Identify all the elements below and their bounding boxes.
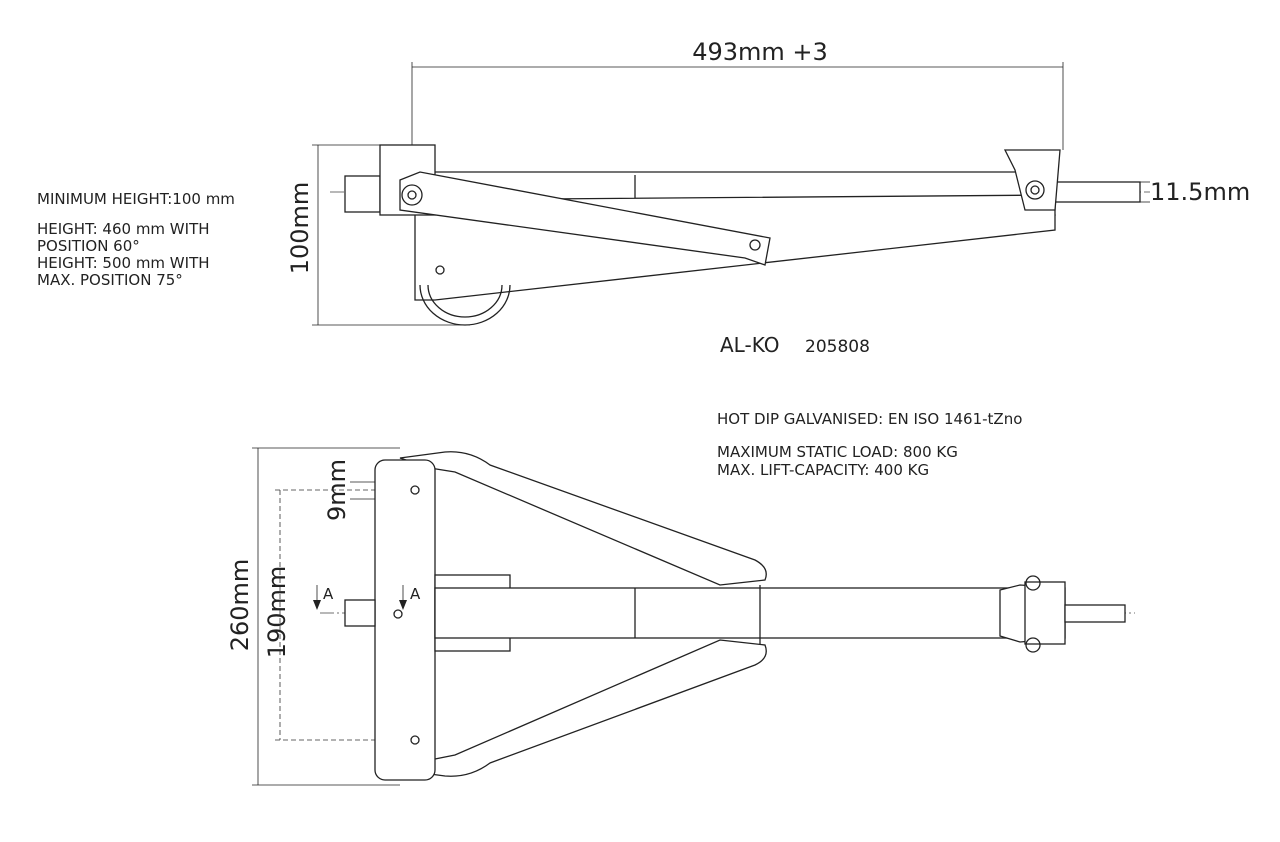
section-marker-a-right: A bbox=[399, 585, 421, 610]
hole-dimension-label: 9mm bbox=[323, 459, 351, 521]
hole-spacing-label: 190mm bbox=[263, 566, 291, 659]
note-static-load: MAXIMUM STATIC LOAD: 800 KG bbox=[717, 443, 958, 461]
note-height-500: HEIGHT: 500 mm WITH bbox=[37, 254, 210, 272]
part-number: 205808 bbox=[805, 337, 870, 357]
note-position-60: POSITION 60° bbox=[37, 237, 140, 255]
notes-left: MINIMUM HEIGHT:100 mm HEIGHT: 460 mm WIT… bbox=[37, 190, 235, 289]
note-lift-capacity: MAX. LIFT-CAPACITY: 400 KG bbox=[717, 461, 929, 479]
side-view-drawing: 493mm +3 100mm 11.5mm AL-KO bbox=[286, 38, 1250, 357]
length-dimension-label: 493mm +3 bbox=[692, 38, 828, 66]
top-view-drawing: 260mm 190mm 9mm bbox=[226, 447, 1135, 786]
height-dimension-label: 100mm bbox=[286, 182, 314, 275]
note-position-75: MAX. POSITION 75° bbox=[37, 271, 183, 289]
wheel bbox=[419, 284, 511, 326]
svg-text:A: A bbox=[323, 585, 334, 603]
shaft-dimension-label: 11.5mm bbox=[1150, 178, 1250, 206]
note-height-460: HEIGHT: 460 mm WITH bbox=[37, 220, 210, 238]
note-galvanised: HOT DIP GALVANISED: EN ISO 1461-tZno bbox=[717, 410, 1022, 428]
notes-right: HOT DIP GALVANISED: EN ISO 1461-tZno MAX… bbox=[717, 410, 1022, 479]
note-min-height: MINIMUM HEIGHT:100 mm bbox=[37, 190, 235, 208]
brand-label: AL-KO bbox=[720, 333, 779, 357]
width-dimension-label: 260mm bbox=[226, 559, 254, 652]
svg-text:A: A bbox=[410, 585, 421, 603]
section-marker-a-left: A bbox=[313, 585, 334, 610]
